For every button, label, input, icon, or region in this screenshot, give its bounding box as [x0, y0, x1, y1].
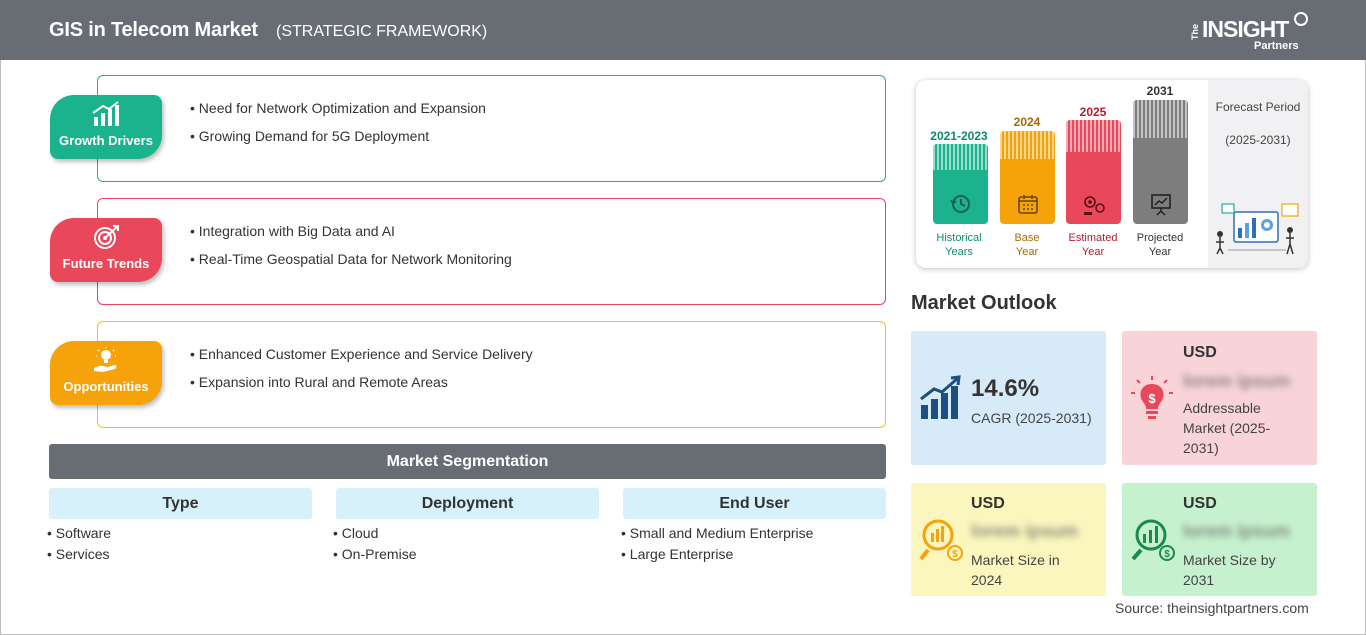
market-segmentation-header: Market Segmentation [49, 444, 886, 479]
addressable-market-label: Addressable Market (2025-2031) [1183, 400, 1271, 456]
market-size-2031-card: $ USD lorem ipsum Market Size by 2031 [1122, 483, 1317, 596]
future-trend-point: Integration with Big Data and AI [190, 217, 512, 245]
source-link[interactable]: Source: theinsightpartners.com [1115, 600, 1309, 616]
opportunity-point: Enhanced Customer Experience and Service… [190, 340, 533, 368]
timeline-year: 2031 [1146, 84, 1174, 98]
opportunities-tag: Opportunities [50, 341, 162, 405]
growth-chart-icon [50, 101, 162, 127]
svg-text:$: $ [952, 549, 958, 560]
cagr-card: 14.6% CAGR (2025-2031) [911, 331, 1106, 465]
future-trends-label: Future Trends [62, 256, 150, 271]
future-trends-tag: Future Trends [50, 218, 162, 282]
growth-drivers-label: Growth Drivers [59, 133, 153, 148]
cagr-value: 14.6% [971, 375, 1040, 402]
growth-drivers-tag: Growth Drivers [50, 95, 162, 159]
segment-end-user-list: Small and Medium Enterprise Large Enterp… [621, 523, 814, 565]
growth-bars-icon [918, 375, 964, 421]
market-outlook-title: Market Outlook [911, 292, 1057, 314]
segment-type-list: Software Services [47, 523, 111, 565]
timeline-year: 2025 [1079, 105, 1107, 119]
calendar-icon [1014, 190, 1042, 218]
timeline-year: 2024 [1013, 115, 1041, 129]
segment-deployment-list: Cloud On-Premise [333, 523, 417, 565]
page-title: GIS in Telecom Market [49, 19, 258, 41]
usd-label: USD [1183, 344, 1217, 361]
list-item: Cloud [333, 523, 416, 544]
list-item: Small and Medium Enterprise [621, 523, 814, 544]
magnifier-chart-icon: $ [918, 517, 964, 563]
history-icon [947, 190, 975, 218]
page-subtitle: (STRATEGIC FRAMEWORK) [276, 23, 488, 40]
growth-driver-point: Growing Demand for 5G Deployment [190, 122, 486, 150]
list-item: On-Premise [333, 544, 417, 565]
target-icon [50, 224, 162, 250]
market-size-2024-card: $ USD lorem ipsum Market Size in 2024 [911, 483, 1106, 596]
logo-ring-icon [1294, 12, 1308, 26]
forecast-period-title: Forecast Period [1215, 100, 1301, 114]
list-item: Large Enterprise [621, 544, 813, 565]
segment-end-user-heading: End User [623, 488, 886, 519]
magnifier-growth-icon: $ [1129, 517, 1175, 563]
timeline-bar-estimated [1066, 120, 1121, 224]
analysts-dashboard-icon [1212, 198, 1302, 256]
market-size-2031-label: Market Size by 2031 [1183, 552, 1276, 588]
future-trends-box: Integration with Big Data and AI Real-Ti… [97, 198, 886, 305]
insight-partners-logo[interactable]: The INSIGHT Partners [1190, 10, 1310, 54]
usd-label: USD [1183, 495, 1217, 512]
segment-deployment-heading: Deployment [336, 488, 599, 519]
usd-label: USD [971, 495, 1005, 512]
opportunity-point: Expansion into Rural and Remote Areas [190, 368, 533, 396]
blurred-value: lorem ipsum [1183, 521, 1291, 541]
svg-text:$: $ [1164, 549, 1170, 560]
estimate-gears-icon [1080, 190, 1108, 218]
blurred-value: lorem ipsum [971, 521, 1079, 541]
blurred-value: lorem ipsum [1183, 371, 1291, 391]
presentation-icon [1147, 190, 1175, 218]
svg-text:$: $ [1148, 391, 1156, 406]
market-size-2024-label: Market Size in 2024 [971, 552, 1060, 588]
opportunities-box: Enhanced Customer Experience and Service… [97, 321, 886, 428]
timeline-bar-historical [933, 144, 988, 224]
addressable-market-card: $ USD lorem ipsum Addressable Market (20… [1122, 331, 1317, 465]
segment-type-heading: Type [49, 488, 312, 519]
forecast-period-range: (2025-2031) [1225, 133, 1291, 147]
growth-driver-point: Need for Network Optimization and Expans… [190, 94, 486, 122]
list-item: Software [47, 523, 111, 544]
timeline-bar-projected [1133, 100, 1188, 224]
header-bar: GIS in Telecom Market (STRATEGIC FRAMEWO… [0, 0, 1366, 60]
list-item: Services [47, 544, 111, 565]
future-trend-point: Real-Time Geospatial Data for Network Mo… [190, 245, 512, 273]
lightbulb-dollar-icon: $ [1129, 375, 1175, 421]
lightbulb-hand-icon [50, 347, 162, 373]
opportunities-label: Opportunities [63, 379, 149, 394]
growth-drivers-box: Need for Network Optimization and Expans… [97, 75, 886, 182]
timeline-year: 2021-2023 [930, 129, 988, 143]
cagr-label: CAGR (2025-2031) [971, 410, 1092, 426]
